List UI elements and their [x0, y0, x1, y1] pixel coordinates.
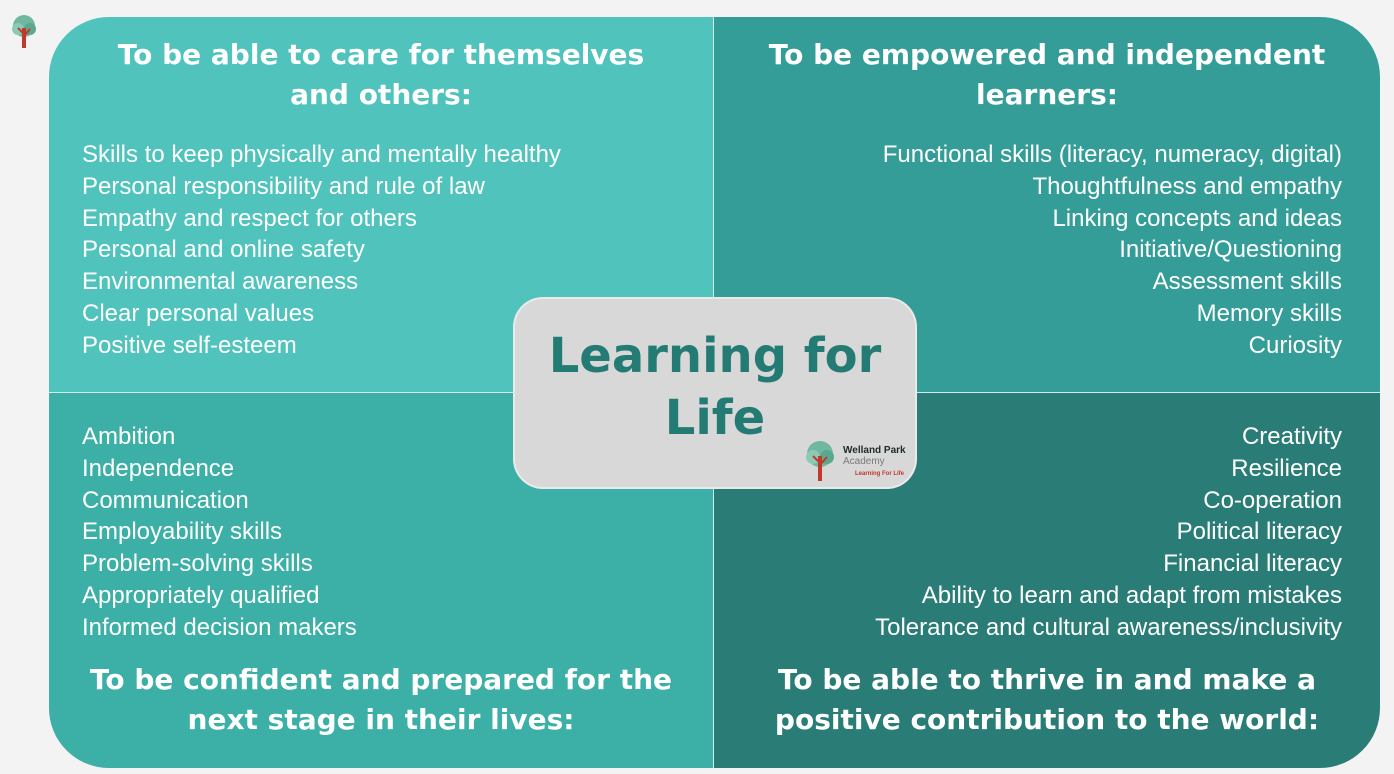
list-item: Informed decision makers: [82, 613, 357, 641]
quadrant-heading: To be able to thrive in and make a posit…: [774, 663, 1320, 736]
list-item: Assessment skills: [1152, 268, 1342, 296]
list-item: Communication: [82, 486, 249, 514]
quadrant-positive-contribution: Creativity Resilience Co-operation Polit…: [714, 393, 1380, 768]
center-title: Learning for Life: [548, 328, 882, 446]
list-item: Environmental awareness: [82, 268, 359, 296]
list-item: Independence: [82, 454, 235, 482]
list-item: Appropriately qualified: [82, 581, 320, 609]
list-item: Employability skills: [82, 518, 283, 546]
list-item: Curiosity: [1248, 331, 1342, 359]
list-item: Empathy and respect for others: [82, 204, 417, 232]
list-item: Linking concepts and ideas: [1052, 204, 1342, 232]
list-item: Skills to keep physically and mentally h…: [82, 141, 561, 168]
quadrant-list: Skills to keep physically and mentally h…: [82, 139, 561, 362]
list-item: Initiative/Questioning: [1119, 236, 1342, 264]
center-title-box: Learning for Life Welland Park Academy L…: [515, 299, 915, 487]
list-item: Ambition: [82, 423, 176, 450]
list-item: Thoughtfulness and empathy: [1032, 172, 1342, 200]
quadrant-care-for-themselves: To be able to care for themselves and ot…: [49, 17, 714, 393]
quadrant-heading: To be empowered and independent learners…: [768, 38, 1326, 111]
quadrant-list: Ambition Independence Communication Empl…: [82, 421, 357, 644]
school-name: Welland Park: [843, 445, 906, 456]
list-item: Tolerance and cultural awareness/inclusi…: [875, 613, 1342, 641]
list-item: Memory skills: [1196, 299, 1342, 327]
list-item: Creativity: [1241, 423, 1342, 450]
list-item: Problem-solving skills: [82, 550, 313, 578]
quadrant-list: Functional skills (literacy, numeracy, d…: [883, 139, 1342, 362]
list-item: Political literacy: [1176, 518, 1342, 546]
list-item: Resilience: [1231, 454, 1342, 482]
school-motto: Learning For Life: [855, 471, 905, 477]
list-item: Co-operation: [1203, 486, 1342, 514]
list-item: Financial literacy: [1163, 550, 1342, 578]
quadrant-heading: To be confident and prepared for the nex…: [89, 663, 673, 736]
tree-logo-icon: [12, 15, 36, 48]
school-subtitle: Academy: [843, 456, 885, 467]
list-item: Personal responsibility and rule of law: [82, 172, 485, 200]
tree-logo-icon: [806, 441, 834, 481]
list-item: Clear personal values: [82, 299, 315, 327]
list-item: Ability to learn and adapt from mistakes: [921, 581, 1342, 609]
list-item: Positive self-esteem: [82, 331, 297, 359]
quadrant-heading: To be able to care for themselves and ot…: [117, 38, 645, 111]
list-item: Functional skills (literacy, numeracy, d…: [882, 141, 1342, 168]
list-item: Personal and online safety: [82, 236, 365, 264]
quadrant-list: Creativity Resilience Co-operation Polit…: [875, 421, 1342, 644]
